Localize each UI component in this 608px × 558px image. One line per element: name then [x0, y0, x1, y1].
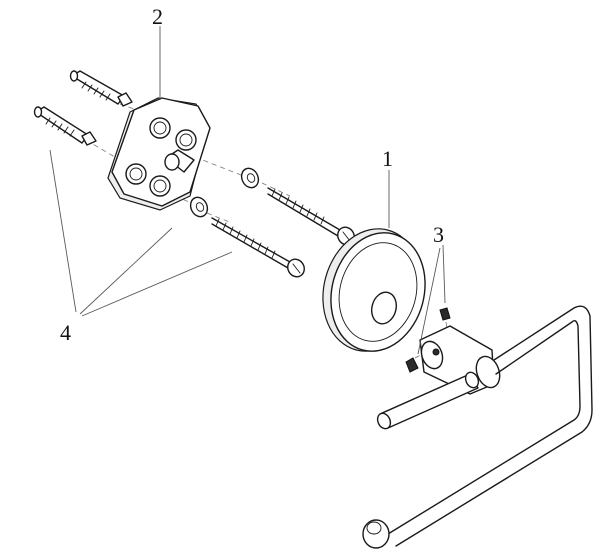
wall-plug-lower	[33, 106, 97, 146]
callout-3: 3	[433, 222, 444, 247]
leader-lines	[49, 26, 446, 355]
washer-upper	[240, 167, 260, 189]
screw-lower	[211, 217, 305, 278]
mounting-plate	[107, 97, 211, 211]
leader-4a	[49, 149, 77, 313]
screw-upper	[267, 187, 355, 246]
leader-4b	[79, 227, 173, 315]
callout-1: 1	[382, 146, 393, 171]
washer-lower	[189, 196, 209, 218]
callout-4: 4	[60, 320, 71, 345]
wall-plug-upper	[69, 70, 133, 107]
leader-3b	[417, 247, 441, 355]
callout-2: 2	[152, 4, 163, 29]
leader-4c	[81, 251, 233, 317]
rosette-cover	[322, 228, 426, 352]
leader-3a	[442, 244, 446, 304]
roll-holder	[362, 305, 593, 549]
